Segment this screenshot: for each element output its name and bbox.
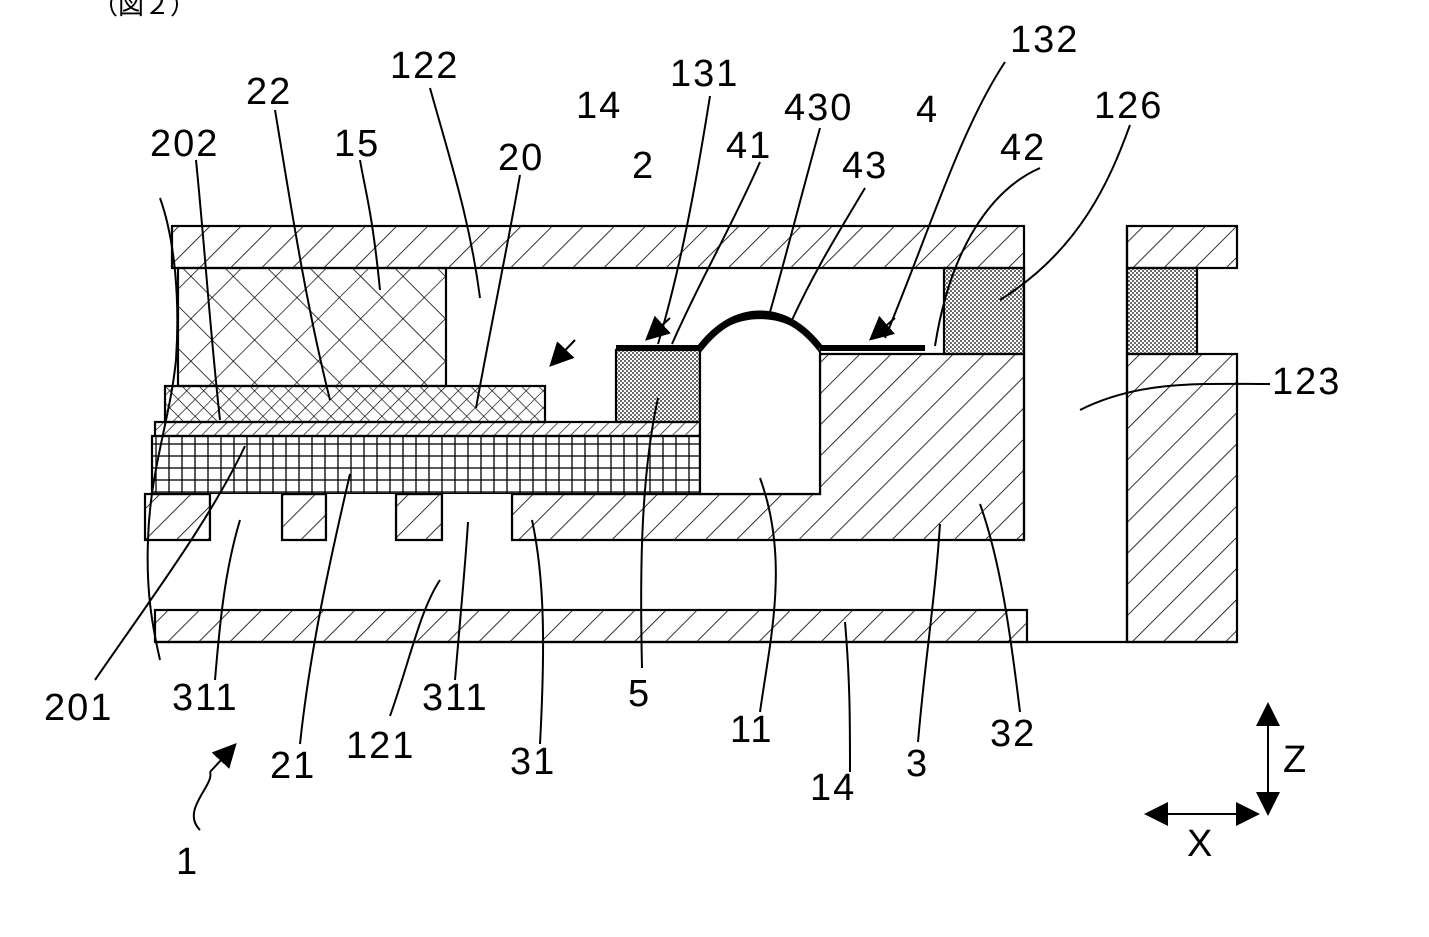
label-202: 202 bbox=[150, 123, 219, 165]
label-22: 22 bbox=[246, 71, 292, 113]
gap-311-right bbox=[442, 494, 512, 540]
top-plate-right bbox=[1127, 226, 1237, 268]
gap-311-left bbox=[210, 494, 282, 540]
z-axis-label: Z bbox=[1283, 739, 1308, 781]
label-3: 3 bbox=[906, 743, 929, 785]
block-5 bbox=[616, 350, 700, 422]
arrow-132 bbox=[872, 318, 895, 338]
label-42: 42 bbox=[1000, 127, 1046, 169]
layer-22 bbox=[165, 386, 545, 422]
label-1: 1 bbox=[176, 841, 199, 883]
layer-21 bbox=[152, 436, 700, 494]
label-31: 31 bbox=[510, 741, 556, 783]
label-20: 20 bbox=[498, 137, 544, 179]
label-4: 4 bbox=[916, 89, 939, 131]
label-132: 132 bbox=[1010, 19, 1079, 61]
x-axis-label: X bbox=[1187, 823, 1214, 865]
label-32: 32 bbox=[990, 713, 1036, 755]
block-126 bbox=[944, 268, 1024, 354]
label-5: 5 bbox=[628, 673, 651, 715]
label-311-left: 311 bbox=[172, 677, 239, 719]
label-126: 126 bbox=[1094, 85, 1163, 127]
label-311-right: 311 bbox=[422, 677, 489, 719]
label-14-top: 14 bbox=[576, 85, 622, 127]
label-21: 21 bbox=[270, 745, 316, 787]
label-43: 43 bbox=[842, 145, 888, 187]
label-201: 201 bbox=[44, 687, 113, 729]
block-126-right bbox=[1127, 268, 1197, 354]
label-121: 121 bbox=[346, 725, 415, 767]
label-15: 15 bbox=[334, 123, 380, 165]
arrow-2 bbox=[552, 340, 575, 364]
label-430: 430 bbox=[784, 87, 853, 129]
cavity-11 bbox=[700, 318, 820, 494]
arrow-1 bbox=[210, 746, 234, 772]
label-2: 2 bbox=[632, 145, 655, 187]
layer-201 bbox=[155, 422, 700, 436]
label-131: 131 bbox=[670, 53, 739, 95]
label-14-bottom: 14 bbox=[810, 767, 856, 809]
seal-block bbox=[178, 268, 446, 386]
label-122: 122 bbox=[390, 45, 459, 87]
figure-caption: （図２） bbox=[92, 0, 196, 21]
label-41: 41 bbox=[726, 125, 772, 167]
arrow-131 bbox=[648, 318, 670, 338]
label-123: 123 bbox=[1272, 361, 1341, 403]
bottom-plate bbox=[155, 610, 1027, 642]
right-pillar bbox=[1127, 354, 1237, 642]
label-11: 11 bbox=[730, 709, 773, 751]
